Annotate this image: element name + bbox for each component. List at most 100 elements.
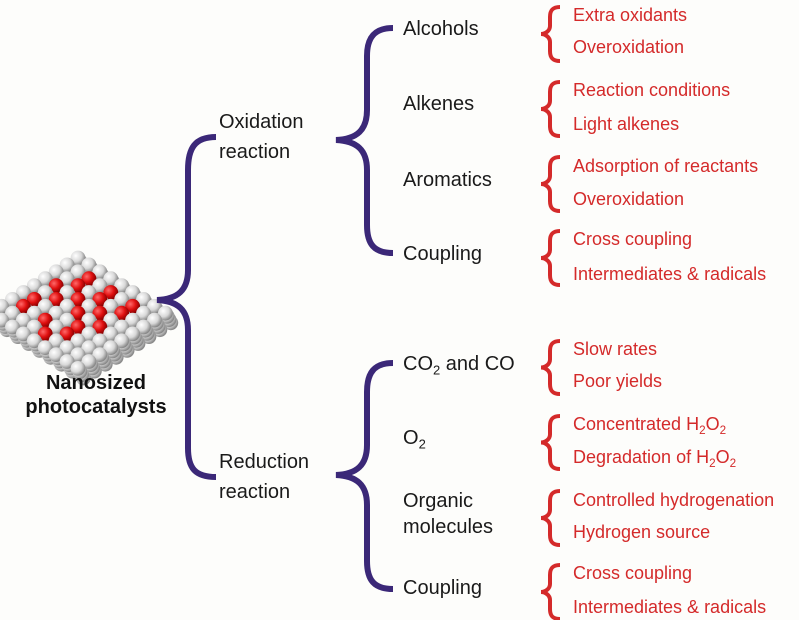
metal-atom — [5, 319, 20, 335]
metal-atom — [48, 305, 64, 321]
metal-atom — [114, 319, 130, 335]
issue-bracket-co2 — [540, 339, 561, 396]
reduction-bracket — [335, 360, 394, 592]
substrate-o2: O2 — [403, 426, 426, 452]
issue-concentrated-h2o2: Concentrated H2O2 — [573, 413, 726, 438]
branch-reduction: Reduction reaction — [219, 447, 309, 507]
oxygen-atom — [59, 326, 75, 342]
co2-main: CO — [403, 353, 433, 375]
metal-atom — [103, 340, 119, 356]
metal-atom — [59, 257, 75, 273]
issue-adsorption-of-reactants: Adsorption of reactants — [573, 156, 759, 176]
metal-atom — [114, 333, 130, 349]
co2-subscript: 2 — [433, 362, 441, 378]
metal-atom — [26, 333, 42, 349]
oxidation-bracket — [335, 25, 394, 256]
metal-atom — [15, 326, 31, 342]
metal-atom — [114, 292, 130, 307]
issue-bracket-alcohols — [540, 5, 561, 63]
issue-text: Concentrated H — [573, 414, 700, 434]
metal-atom — [70, 361, 86, 376]
substrate-alkenes: Alkenes — [403, 93, 475, 115]
issue-text: Degradation of H — [573, 447, 710, 467]
o2-subscript: 2 — [418, 436, 426, 452]
branch-oxidation-line1: Oxidation — [219, 111, 304, 133]
subscript: 2 — [729, 457, 737, 471]
issue-light-alkenes: Light alkenes — [573, 114, 680, 134]
o2-main: O — [403, 427, 419, 449]
issue-overoxidation-alcohols: Overoxidation — [573, 37, 685, 57]
metal-atom — [125, 326, 141, 342]
oxygen-atom — [26, 292, 42, 307]
oxygen-atom — [125, 298, 141, 314]
metal-atom — [81, 326, 97, 342]
substrate-alcohols: Alcohols — [403, 18, 479, 40]
metal-atom — [26, 319, 42, 335]
metal-atom — [136, 292, 151, 307]
metal-atom — [70, 333, 86, 349]
root-title: Nanosized photocatalysts — [0, 371, 196, 419]
issue-text: O — [715, 447, 730, 467]
issue-controlled-hydrogenation: Controlled hydrogenation — [573, 490, 775, 510]
metal-atom — [103, 271, 119, 287]
metal-atom — [103, 326, 119, 342]
issue-bracket-aromatics — [540, 155, 561, 213]
oxygen-atom — [92, 319, 108, 335]
metal-atom — [158, 305, 173, 321]
oxygen-atom — [70, 292, 86, 307]
metal-atom — [81, 257, 97, 273]
substrate-aromatics: Aromatics — [403, 169, 492, 191]
issue-text: O — [705, 414, 720, 434]
metal-atom — [92, 333, 108, 349]
metal-atom — [103, 298, 119, 314]
root-title-line1: Nanosized — [45, 372, 147, 394]
metal-atom — [81, 298, 97, 314]
metal-atom — [92, 278, 108, 293]
oxygen-atom — [81, 271, 97, 287]
oxygen-atom — [37, 312, 53, 328]
issue-overoxidation-aromatics: Overoxidation — [573, 189, 685, 209]
substrate-coupling-oxidation: Coupling — [403, 243, 482, 265]
metal-atom — [81, 354, 97, 369]
metal-atom — [136, 305, 151, 321]
metal-atom — [81, 340, 97, 356]
nanoparticle-lattice-image — [0, 250, 179, 386]
oxygen-atom — [103, 285, 119, 300]
oxygen-atom — [15, 298, 31, 314]
metal-atom — [92, 264, 108, 280]
subscript: 2 — [709, 457, 716, 471]
metal-atom — [59, 340, 75, 356]
substrate-co2-and-co: CO2 and CO — [403, 352, 515, 378]
metal-atom — [59, 354, 75, 369]
oxygen-atom — [92, 292, 108, 307]
branch-oxidation: Oxidation reaction — [219, 107, 304, 167]
metal-atom — [81, 285, 97, 300]
metal-atom — [125, 312, 141, 328]
metal-atom — [125, 285, 141, 300]
metal-atom — [59, 298, 75, 314]
metal-atom — [48, 319, 64, 335]
metal-atom — [81, 312, 97, 328]
branch-oxidation-line2: reaction — [219, 141, 291, 163]
issue-intermediates-radicals-reduction: Intermediates & radicals — [573, 597, 767, 617]
issue-hydrogen-source: Hydrogen source — [573, 522, 711, 542]
oxygen-atom — [70, 319, 86, 335]
metal-atom — [59, 285, 75, 300]
metal-atom — [26, 278, 42, 293]
metal-atom — [147, 312, 162, 328]
issue-bracket-alkenes — [540, 80, 561, 138]
metal-atom — [114, 278, 130, 293]
metal-atom — [103, 312, 119, 328]
issue-poor-yields: Poor yields — [573, 371, 663, 391]
subscript: 2 — [699, 424, 706, 438]
substrate-coupling-reduction: Coupling — [403, 577, 482, 599]
issue-bracket-coupling-oxidation — [540, 229, 561, 287]
issue-bracket-coupling-reduction — [540, 563, 561, 620]
issue-reaction-conditions: Reaction conditions — [573, 80, 731, 100]
issue-cross-coupling-reduction: Cross coupling — [573, 563, 693, 583]
issue-extra-oxidants: Extra oxidants — [573, 5, 688, 25]
metal-atom — [59, 312, 75, 328]
metal-atom — [15, 285, 31, 300]
oxygen-atom — [92, 305, 108, 321]
oxygen-atom — [48, 278, 64, 293]
